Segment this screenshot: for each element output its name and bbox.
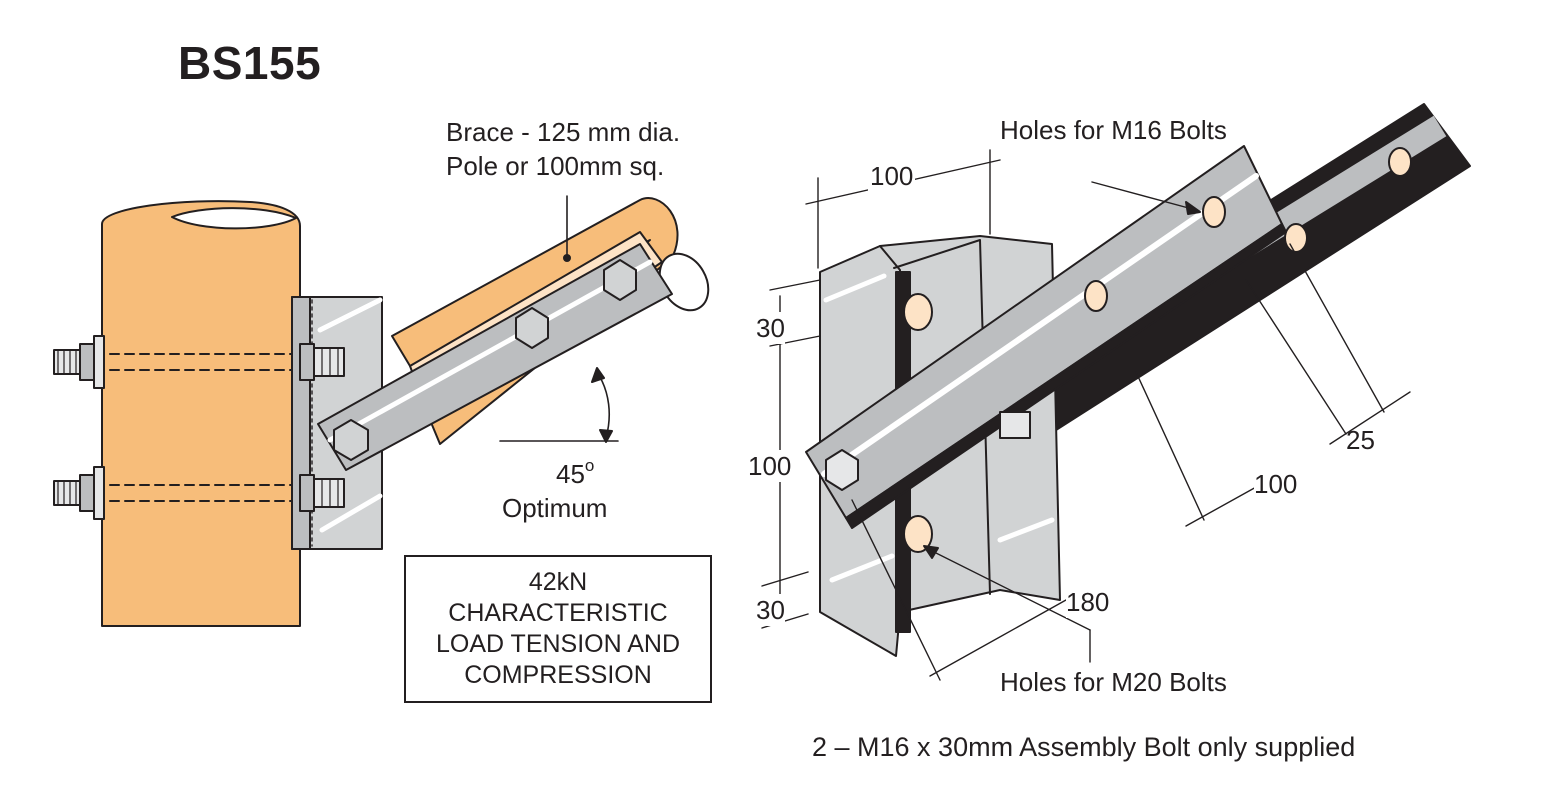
angle-caption: Optimum [502,493,608,523]
angle-arrow-top [591,367,605,383]
load-line2: CHARACTERISTIC [448,599,668,627]
m16-holes-label: Holes for M16 Bolts [1000,115,1227,145]
brace-note-line1: Brace - 125 mm dia. [446,117,681,147]
dim-left-bottom: 30 [756,594,785,626]
brace-strap [317,243,673,471]
dim-top-width: 100 [868,160,916,192]
load-value: 42kN [528,568,588,596]
dimension-lines [761,149,1411,681]
angle-arrow-bottom [599,429,613,443]
assembly-bolt-note: 2 – M16 x 30mm Assembly Bolt only suppli… [812,732,1356,762]
m20-arrow [923,545,939,559]
brace-leader-dot [563,254,571,262]
angle-arc [596,371,611,439]
load-rating-box: 42kN CHARACTERISTIC LOAD TENSION AND COM… [404,555,712,703]
load-line4: COMPRESSION [464,661,652,689]
dim-hole-spacing: 25 [1346,425,1375,455]
angle-value: 45o [556,456,595,489]
dim-strap-spacing: 100 [1254,468,1298,500]
m20-holes-label: Holes for M20 Bolts [1000,667,1227,697]
product-code: BS155 [178,37,322,89]
dim-left-middle: 100 [748,450,792,482]
load-line3: LOAD TENSION AND [435,630,681,658]
dim-bottom-length: 180 [1066,586,1110,618]
timber-post [101,200,301,627]
through-bolt-lower [53,466,297,520]
through-bolt-upper [53,335,297,389]
brace-note-line2: Pole or 100mm sq. [446,151,665,181]
dim-left-top: 30 [756,312,785,344]
m16-arrow [1185,201,1201,215]
bracket-front-strap [805,145,1287,529]
